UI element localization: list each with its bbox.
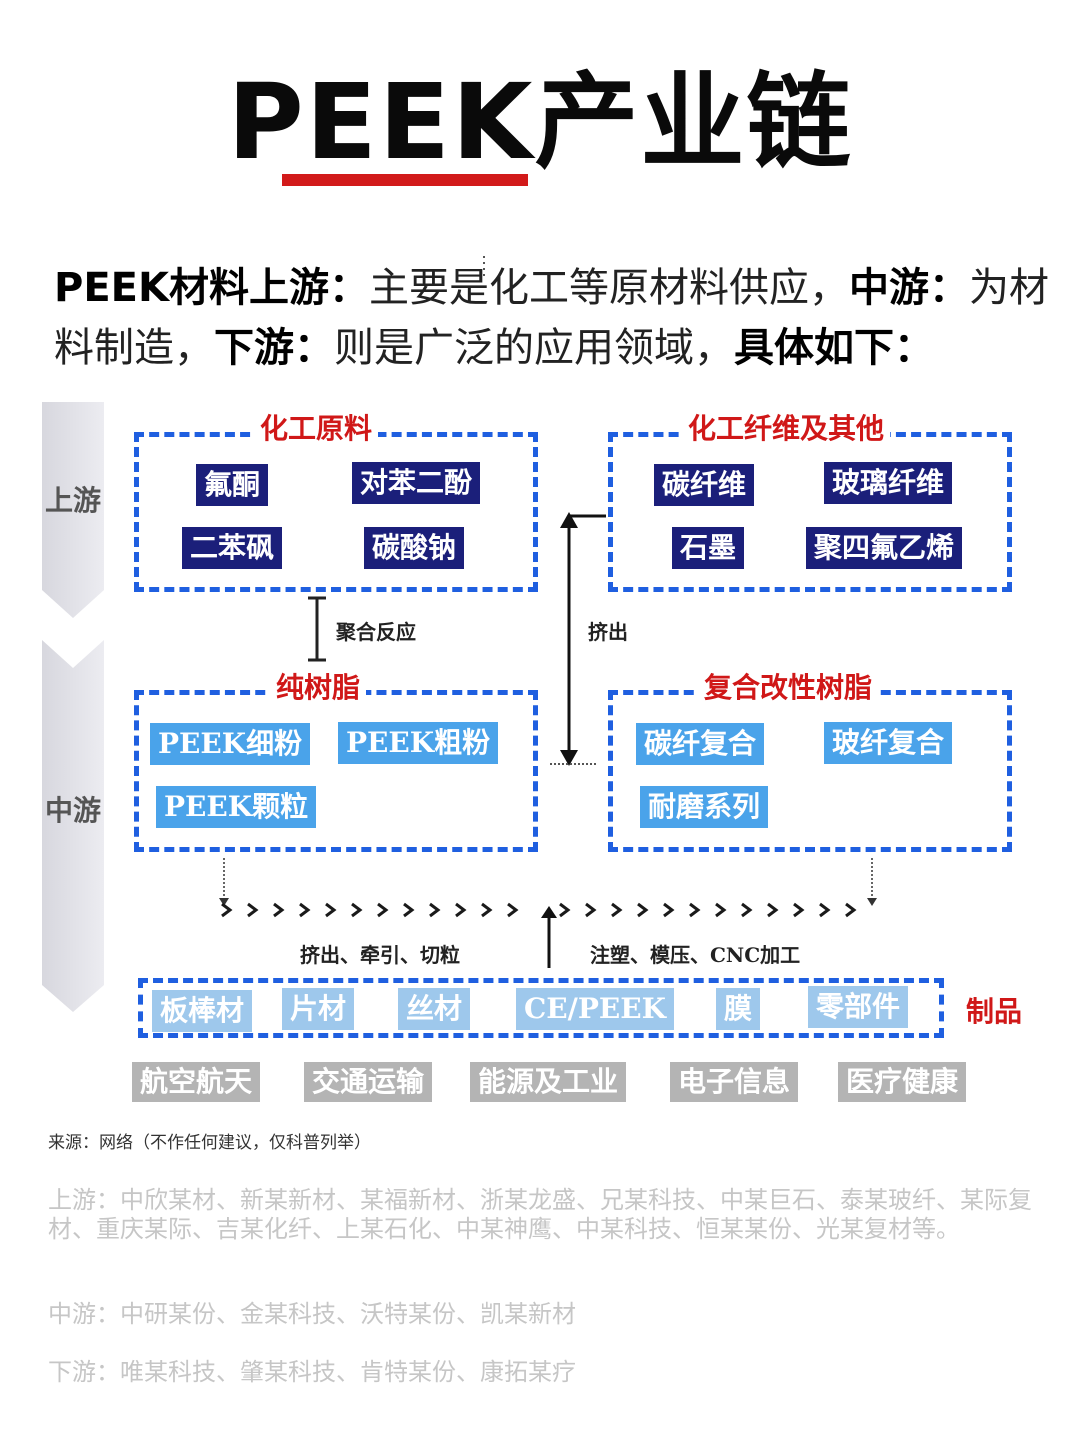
polymerization-arrow [308,596,326,662]
chip-hydroquinone: 对苯二酚 [352,462,481,504]
chip-glass-fiber: 玻璃纤维 [824,462,953,504]
chip-plate-rod: 板棒材 [152,990,253,1032]
intro-upstream-label: PEEK材料上游： [54,265,369,311]
products-arrow [541,906,557,968]
chip-ce-peek: CE/PEEK [516,988,674,1030]
group-title-composite-resin: 复合改性树脂 [698,671,879,705]
chip-carbon-composite: 碳纤复合 [636,723,765,765]
chip-ptfe: 聚四氟乙烯 [806,527,963,569]
chip-peek-fine-powder: PEEK细粉 [150,723,311,765]
companies-upstream: 上游：中欣某材、新某新材、某福新材、浙某龙盛、兄某科技、中某巨石、泰某玻纤、某际… [48,1186,1032,1243]
chip-sheet: 片材 [282,988,355,1030]
chip-filament: 丝材 [398,988,471,1030]
group-title-pure-resin: 纯树脂 [270,671,367,705]
side-label-upstream: 上游 [44,484,101,517]
chip-glass-composite: 玻纤复合 [824,722,953,764]
companies-downstream: 下游：唯某科技、肇某科技、肯特某份、康拓某疗 [48,1358,576,1386]
chip-transportation: 交通运输 [304,1062,433,1102]
intro-midstream-label: 中游： [848,265,969,311]
flow-label-polymerization: 聚合反应 [336,620,416,644]
source-note: 来源：网络（不作任何建议，仅科普列举） [48,1133,371,1153]
resin-down-connectors [219,858,877,906]
intro-midstream-text: 为材料制造， [54,265,1049,371]
products-tag: 制品 [966,995,1023,1028]
chip-aerospace: 航空航天 [132,1062,261,1102]
chip-energy-industry: 能源及工业 [470,1062,627,1102]
group-title-chemical-raw: 化工原料 [254,412,379,446]
chip-carbon-fiber: 碳纤维 [654,464,755,506]
stage-side-band [42,402,104,1016]
group-products [138,978,944,1038]
intro-details-label: 具体如下： [734,325,934,371]
chip-peek-coarse-powder: PEEK粗粉 [338,722,499,764]
intro-upstream-text: 主要是化工等原材料供应， [368,265,849,311]
group-title-chemical-fiber: 化工纤维及其他 [682,412,891,446]
chip-film: 膜 [716,988,761,1030]
chip-fluoroketone: 氟酮 [196,464,269,506]
title-underline [282,174,528,186]
processing-chevron-row [221,902,857,918]
companies-midstream: 中游：中研某份、金某科技、沃特某份、凯某新材 [48,1300,576,1328]
chip-graphite: 石墨 [672,527,745,569]
intro-downstream-text: 则是广泛的应用领域， [334,325,734,371]
chip-healthcare: 医疗健康 [838,1062,967,1102]
chip-sodium-carbonate: 碳酸钠 [364,527,465,569]
intro-paragraph: PEEK材料上游：主要是化工等原材料供应，中游：为材料制造，下游：则是广泛的应用… [54,258,1054,378]
chip-peek-pellets: PEEK颗粒 [156,786,317,828]
side-label-midstream: 中游 [44,794,101,827]
chip-wear-resistant: 耐磨系列 [640,786,769,828]
chip-components: 零部件 [808,986,909,1028]
flow-label-right-process: 注塑、模压、CNC加工 [590,943,801,967]
intro-downstream-label: 下游： [214,325,334,371]
page-title: PEEK产业链 [227,61,853,183]
flow-label-left-process: 挤出、牵引、切粒 [300,943,460,967]
flow-label-extrusion: 挤出 [588,620,628,644]
chip-electronics: 电子信息 [670,1062,799,1102]
chip-diphenyl-sulfone: 二苯砜 [182,527,283,569]
